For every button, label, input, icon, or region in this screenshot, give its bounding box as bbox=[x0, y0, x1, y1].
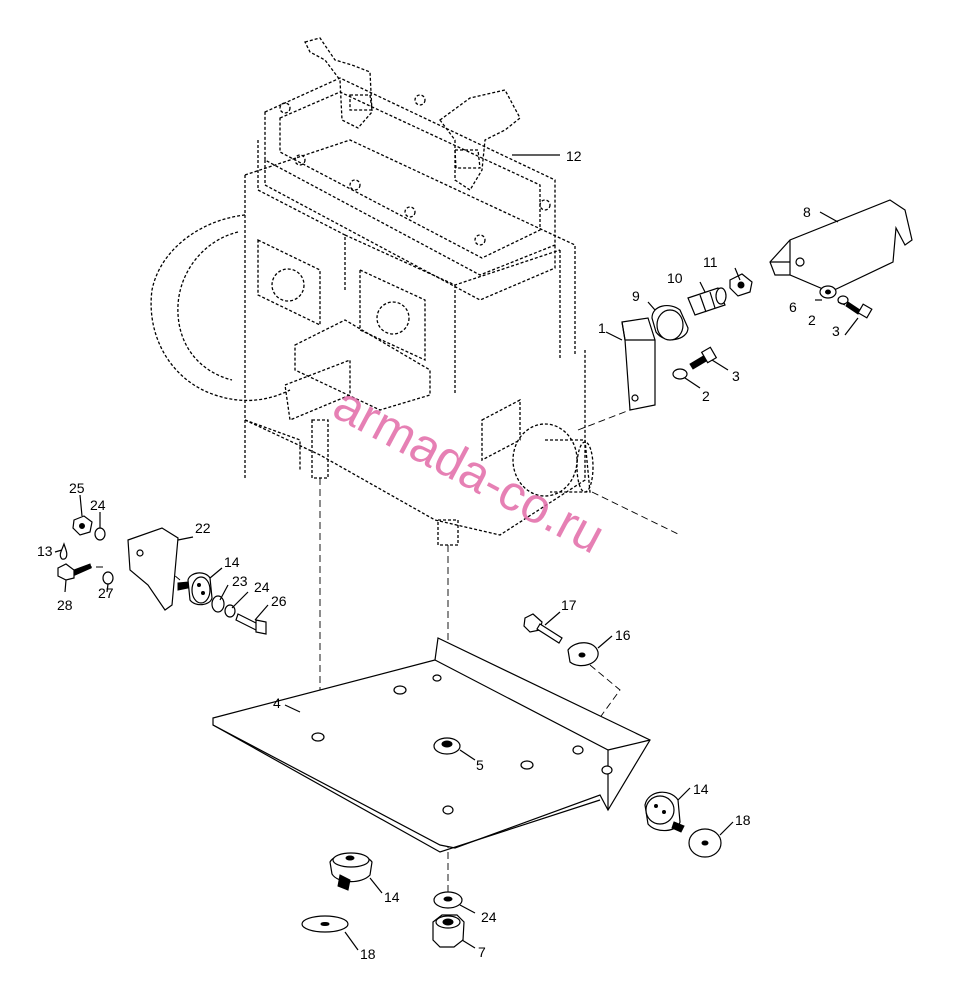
bolt-17 bbox=[523, 613, 563, 644]
washer-23 bbox=[211, 595, 225, 613]
mount-14-right bbox=[644, 791, 685, 833]
spacer-5 bbox=[433, 737, 461, 755]
drop-13 bbox=[59, 542, 68, 560]
label-part-10: 10 bbox=[667, 270, 683, 286]
bolt-3-middle bbox=[689, 346, 718, 370]
label-part-26: 26 bbox=[271, 593, 287, 609]
nut-7 bbox=[432, 914, 465, 948]
label-part-7: 7 bbox=[478, 944, 486, 960]
bolt-3-upper bbox=[845, 301, 873, 319]
label-part-12: 12 bbox=[566, 148, 582, 164]
label-part-24-mid-left: 24 bbox=[254, 579, 270, 595]
washer-18-right bbox=[688, 828, 722, 858]
label-part-22: 22 bbox=[195, 520, 211, 536]
label-part-6: 6 bbox=[789, 299, 797, 315]
label-part-18-bottom: 18 bbox=[360, 946, 376, 962]
label-part-17: 17 bbox=[561, 597, 577, 613]
label-part-14-bottom: 14 bbox=[384, 889, 400, 905]
bracket-8 bbox=[769, 199, 913, 293]
nut-11 bbox=[729, 273, 753, 297]
callout-numbers: 12 8 11 10 9 6 2 3 1 3 2 25 24 22 13 14 … bbox=[37, 148, 840, 962]
label-part-5: 5 bbox=[476, 757, 484, 773]
label-part-14-right: 14 bbox=[693, 781, 709, 797]
label-part-23: 23 bbox=[232, 573, 248, 589]
label-part-1: 1 bbox=[598, 320, 606, 336]
bolt-28 bbox=[57, 563, 92, 581]
washer-18-bottom bbox=[301, 915, 349, 933]
label-part-3-upper: 3 bbox=[832, 323, 840, 339]
label-part-9: 9 bbox=[632, 288, 640, 304]
label-part-25: 25 bbox=[69, 480, 85, 496]
label-part-4: 4 bbox=[273, 695, 281, 711]
engine-mount-plate bbox=[212, 637, 651, 853]
engine-phantom-outline bbox=[150, 37, 594, 546]
label-part-13: 13 bbox=[37, 543, 53, 559]
watermark: armada-co.ru bbox=[325, 375, 614, 564]
label-part-27: 27 bbox=[98, 585, 114, 601]
label-part-24-bottom: 24 bbox=[481, 909, 497, 925]
washer-24-left bbox=[94, 527, 106, 541]
label-part-16: 16 bbox=[615, 627, 631, 643]
washer-16 bbox=[567, 642, 599, 667]
mount-14-bottom bbox=[329, 852, 373, 891]
washer-24-bottom bbox=[433, 891, 463, 909]
label-part-8: 8 bbox=[803, 204, 811, 220]
callout-leader-lines bbox=[54, 154, 859, 951]
bracket-1 bbox=[621, 317, 656, 411]
washer-27 bbox=[102, 571, 114, 585]
label-part-18-right: 18 bbox=[735, 812, 751, 828]
washer-2-middle bbox=[672, 368, 688, 380]
bumper-9 bbox=[651, 304, 689, 341]
label-part-28: 28 bbox=[57, 597, 73, 613]
label-part-2-middle: 2 bbox=[702, 388, 710, 404]
label-part-3-middle: 3 bbox=[732, 368, 740, 384]
mount-14-left bbox=[177, 572, 213, 606]
label-part-11: 11 bbox=[703, 254, 718, 270]
label-part-24-upper-left: 24 bbox=[90, 497, 106, 513]
label-part-2-upper: 2 bbox=[808, 312, 816, 328]
bolt-26 bbox=[235, 613, 267, 635]
bracket-22 bbox=[127, 527, 179, 611]
standoff-10 bbox=[687, 287, 727, 316]
label-part-14-left: 14 bbox=[224, 554, 240, 570]
